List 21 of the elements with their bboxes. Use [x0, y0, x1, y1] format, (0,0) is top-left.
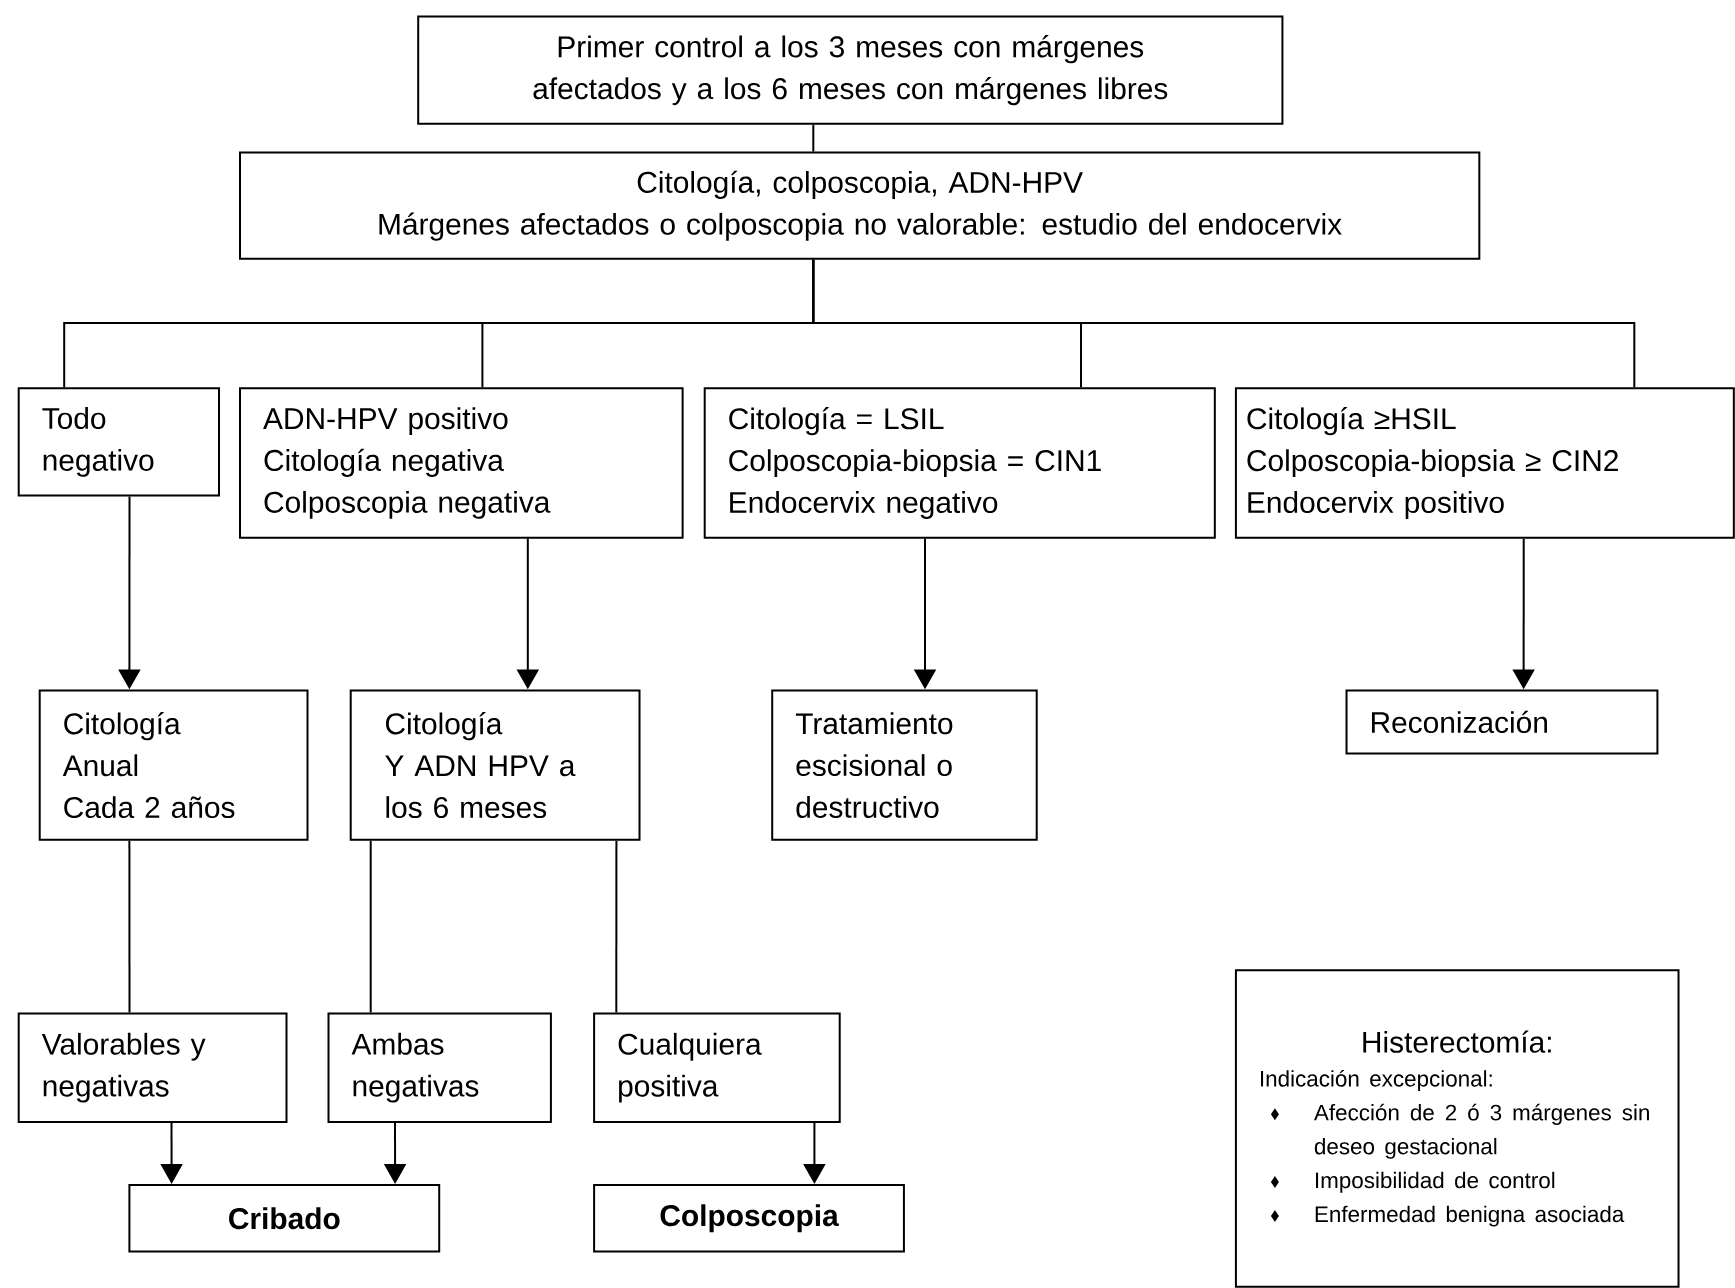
connector — [615, 839, 618, 1014]
flow-box: ADN-HPV positivo Citología negativa Colposcopia negativa — [239, 387, 684, 539]
result-box: Colposcopia — [593, 1184, 905, 1253]
flow-box: Primer control a los 3 meses con márgenes afectados y a los 6 meses con márgenes libres — [417, 15, 1284, 125]
flow-box: Todo negativo — [17, 387, 220, 497]
flow-box: Cualquiera positiva — [593, 1012, 841, 1123]
connector — [128, 839, 131, 1014]
flow-box: Valorables y negativas — [17, 1012, 288, 1123]
flow-box: Citología = LSIL Colposcopia-biopsia = CIN1 Endocervix negativo — [703, 387, 1216, 539]
flow-box: Citología, colposcopia, ADN-HPV Márgenes afectados o colposcopia no valorable: estudio del endocervix — [239, 151, 1481, 260]
flow-box: Reconización — [1345, 689, 1659, 755]
connector — [812, 123, 815, 153]
note-box: Histerectomía: Indicación excepcional: Afección de 2 ó 3 márgenes sin deseo gestacional Imposibilidad de control Enfermedad benigna asociada — [1234, 969, 1680, 1288]
flow-box: Citología ≥HSIL Colposcopia-biopsia ≥ CIN2 Endocervix positivo — [1234, 387, 1735, 539]
result-box: Cribado — [128, 1184, 441, 1253]
connector — [812, 258, 1636, 389]
flow-box: Citología Anual Cada 2 años — [38, 689, 309, 841]
flow-box: Tratamiento escisional o destructivo — [771, 689, 1038, 841]
flow-box: Ambas negativas — [327, 1012, 552, 1123]
connector — [369, 839, 372, 1014]
flow-box: Citología Y ADN HPV a los 6 meses — [349, 689, 641, 841]
